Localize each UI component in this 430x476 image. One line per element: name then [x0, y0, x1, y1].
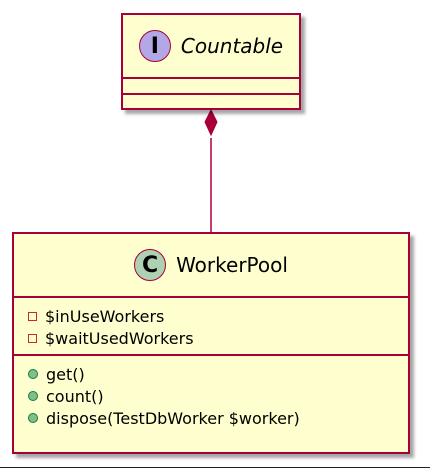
method-row: count() [14, 385, 408, 407]
interface-stereotype-icon: I [138, 30, 171, 62]
field-row: $waitUsedWorkers [14, 327, 408, 349]
private-visibility-icon [28, 311, 37, 321]
composition-diamond [204, 108, 218, 137]
class-workerpool[interactable]: C WorkerPool $inUseWorkers $waitUsedWork… [12, 232, 410, 454]
private-visibility-icon [28, 333, 37, 343]
public-visibility-icon [28, 369, 38, 379]
interface-methods-compartment [123, 93, 299, 108]
interface-countable[interactable]: I Countable [121, 13, 301, 110]
field-row: $inUseWorkers [14, 305, 408, 327]
method-row: dispose(TestDbWorker $worker) [14, 407, 408, 429]
class-name: WorkerPool [176, 253, 288, 277]
method-name: dispose(TestDbWorker $worker) [46, 408, 300, 428]
bottom-border-line [0, 467, 430, 468]
class-header: C WorkerPool [14, 234, 408, 296]
class-stereotype-icon: C [134, 249, 167, 281]
class-fields-compartment: $inUseWorkers $waitUsedWorkers [14, 296, 408, 354]
method-name: count() [46, 386, 104, 406]
public-visibility-icon [28, 391, 38, 401]
class-methods-compartment: get() count() dispose(TestDbWorker $work… [14, 354, 408, 429]
field-name: $inUseWorkers [45, 306, 165, 326]
field-name: $waitUsedWorkers [45, 328, 194, 348]
public-visibility-icon [28, 413, 38, 423]
interface-header: I Countable [123, 15, 299, 77]
interface-name: Countable [180, 34, 284, 58]
interface-fields-compartment [123, 77, 299, 93]
method-name: get() [46, 364, 85, 384]
method-row: get() [14, 363, 408, 385]
